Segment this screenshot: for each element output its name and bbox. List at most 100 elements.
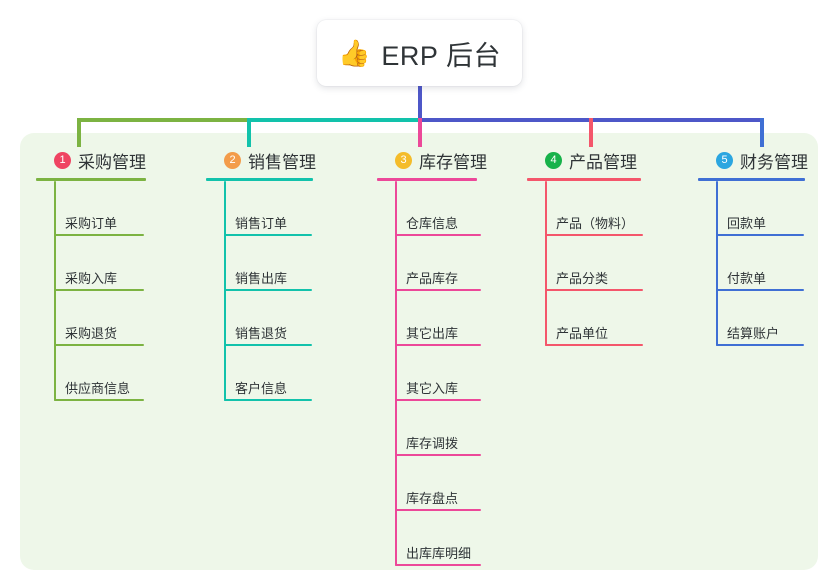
branch-item[interactable]: 出库库明细	[395, 511, 529, 566]
branch-item-label: 销售退货	[235, 326, 288, 342]
branch-item-list: 产品（物料） 产品分类产品单位	[527, 181, 679, 346]
branch-column-2: 2 销售管理销售订单销售出库销售退货客户信息	[206, 147, 358, 401]
branch-item-underline	[545, 344, 643, 346]
branch-item-label: 结算账户	[727, 326, 780, 342]
branch-item-underline	[395, 399, 481, 401]
branch-item-underline	[54, 234, 144, 236]
branch-item-underline	[224, 234, 312, 236]
branch-item-underline	[395, 344, 481, 346]
branch-item-underline	[224, 289, 312, 291]
branch-item-label: 其它出库	[406, 326, 459, 342]
branch-item[interactable]: 付款单	[716, 236, 838, 291]
branch-item[interactable]: 采购入库	[54, 236, 188, 291]
branch-item-underline	[716, 234, 804, 236]
branch-item[interactable]: 库存调拨	[395, 401, 529, 456]
branch-header-5[interactable]: 5 财务管理	[698, 147, 838, 173]
branch-number-badge: 3	[395, 151, 412, 169]
branch-item-label: 采购订单	[65, 216, 118, 232]
branch-spine	[224, 181, 226, 401]
branch-item-label: 出库库明细	[406, 546, 472, 562]
branch-item[interactable]: 产品分类	[545, 236, 679, 291]
branch-column-1: 1 采购管理采购订单采购入库采购退货供应商信息	[36, 147, 188, 401]
branch-item-list: 采购订单采购入库采购退货供应商信息	[36, 181, 188, 401]
branch-item-underline	[395, 289, 481, 291]
branch-item-label: 产品库存	[406, 271, 459, 287]
branch-header-2[interactable]: 2 销售管理	[206, 147, 358, 173]
branch-item[interactable]: 供应商信息	[54, 346, 188, 401]
branch-number-badge: 5	[716, 151, 733, 169]
branch-item-label: 销售订单	[235, 216, 288, 232]
branch-item-label: 付款单	[727, 271, 767, 287]
branch-item[interactable]: 客户信息	[224, 346, 358, 401]
branch-item-underline	[54, 344, 144, 346]
branch-header-1[interactable]: 1 采购管理	[36, 147, 188, 173]
branch-item[interactable]: 销售退货	[224, 291, 358, 346]
branch-item-label: 销售出库	[235, 271, 288, 287]
branch-spine	[395, 181, 397, 566]
branch-item[interactable]: 产品库存	[395, 236, 529, 291]
branch-item[interactable]: 销售出库	[224, 236, 358, 291]
branch-header-3[interactable]: 3 库存管理	[377, 147, 529, 173]
branch-item-list: 仓库信息产品库存其它出库其它入库库存调拨库存盘点出库库明细	[377, 181, 529, 566]
branch-item-label: 客户信息	[235, 381, 288, 397]
branch-item-underline	[224, 399, 312, 401]
branch-item[interactable]: 仓库信息	[395, 181, 529, 236]
branch-item-underline	[716, 289, 804, 291]
branch-item-label: 产品分类	[556, 271, 609, 287]
branch-item[interactable]: 产品单位	[545, 291, 679, 346]
branch-item[interactable]: 结算账户	[716, 291, 838, 346]
branch-item-label: 回款单	[727, 216, 767, 232]
branch-item-list: 回款单付款单结算账户	[698, 181, 838, 346]
branch-header-4[interactable]: 4 产品管理	[527, 147, 679, 173]
branch-item-label: 其它入库	[406, 381, 459, 397]
branch-item-label: 采购入库	[65, 271, 118, 287]
branch-item[interactable]: 产品（物料）	[545, 181, 679, 236]
branch-item-underline	[224, 344, 312, 346]
branch-title: 财务管理	[740, 152, 808, 172]
branch-item-underline	[716, 344, 804, 346]
branch-item-underline	[545, 289, 643, 291]
branch-item[interactable]: 回款单	[716, 181, 838, 236]
branch-item[interactable]: 其它入库	[395, 346, 529, 401]
branch-underline	[527, 178, 641, 181]
thumbs-up-icon: 👍	[338, 38, 371, 68]
branch-item[interactable]: 采购退货	[54, 291, 188, 346]
branch-spine	[54, 181, 56, 401]
branch-number-badge: 1	[54, 151, 71, 169]
branch-item-underline	[545, 234, 643, 236]
branch-item[interactable]: 采购订单	[54, 181, 188, 236]
branch-item-list: 销售订单销售出库销售退货客户信息	[206, 181, 358, 401]
branch-item-underline	[395, 454, 481, 456]
branch-item-label: 供应商信息	[65, 381, 131, 397]
branch-item-underline	[54, 399, 144, 401]
branch-item-underline	[54, 289, 144, 291]
branch-number-badge: 4	[545, 151, 562, 169]
branch-item-label: 库存调拨	[406, 436, 459, 452]
branch-item[interactable]: 其它出库	[395, 291, 529, 346]
branch-item-label: 产品（物料）	[556, 216, 635, 232]
root-node[interactable]: 👍 ERP 后台	[317, 20, 522, 86]
branch-underline	[36, 178, 146, 181]
branch-item-label: 产品单位	[556, 326, 609, 342]
branch-column-3: 3 库存管理仓库信息产品库存其它出库其它入库库存调拨库存盘点出库库明细	[377, 147, 529, 566]
branch-item-label: 仓库信息	[406, 216, 459, 232]
branch-underline	[377, 178, 477, 181]
branch-spine	[716, 181, 718, 346]
branch-title: 采购管理	[78, 152, 146, 172]
branch-item-label: 采购退货	[65, 326, 118, 342]
branch-item-underline	[395, 509, 481, 511]
branch-item[interactable]: 销售订单	[224, 181, 358, 236]
root-node-title: ERP 后台	[381, 40, 501, 71]
diagram-panel	[20, 133, 818, 570]
branch-underline	[206, 178, 313, 181]
branch-title: 产品管理	[569, 152, 637, 172]
branch-title: 销售管理	[248, 152, 316, 172]
branch-spine	[545, 181, 547, 346]
branch-number-badge: 2	[224, 151, 241, 169]
branch-title: 库存管理	[419, 152, 487, 172]
branch-column-5: 5 财务管理回款单付款单结算账户	[698, 147, 838, 346]
branch-underline	[698, 178, 805, 181]
branch-item-underline	[395, 564, 481, 566]
branch-item[interactable]: 库存盘点	[395, 456, 529, 511]
